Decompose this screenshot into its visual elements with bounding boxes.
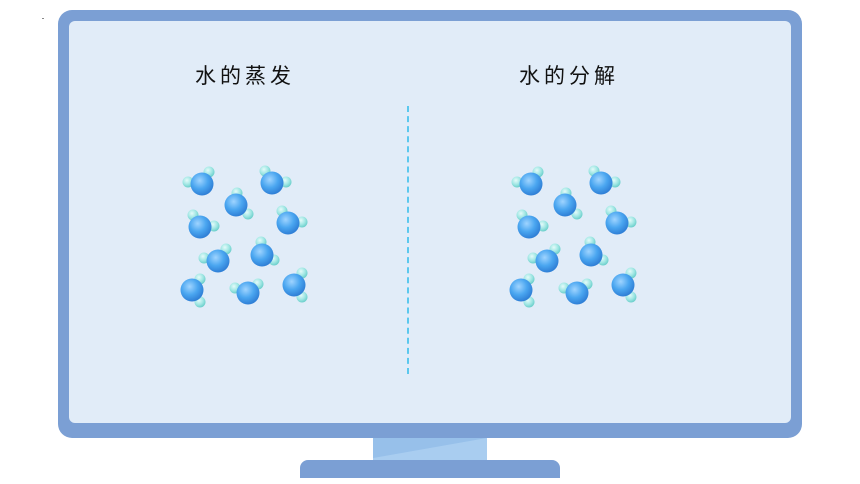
oxygen-atom: [611, 273, 635, 297]
water-molecule: [259, 165, 292, 195]
decomposition-molecules: [509, 165, 637, 308]
oxygen-atom: [206, 249, 230, 273]
water-molecule: [229, 278, 264, 305]
water-molecule: [588, 165, 621, 195]
oxygen-atom: [188, 215, 212, 239]
water-molecule: [180, 273, 206, 308]
water-molecule: [187, 209, 220, 239]
water-molecule: [611, 267, 637, 303]
oxygen-atom: [224, 193, 248, 217]
decomposition-title: 水的分解: [519, 64, 619, 88]
monitor-stand-neck: [373, 438, 487, 462]
water-molecule: [276, 205, 308, 235]
corner-dot: [42, 18, 44, 19]
oxygen-atom: [565, 281, 589, 305]
water-molecule: [182, 166, 215, 196]
oxygen-atom: [276, 211, 300, 235]
water-molecule: [527, 243, 561, 273]
dashed-divider: [407, 106, 409, 374]
oxygen-atom: [282, 273, 306, 297]
oxygen-atom: [190, 172, 214, 196]
oxygen-atom: [553, 193, 577, 217]
oxygen-atom: [260, 171, 284, 195]
oxygen-atom: [509, 278, 533, 302]
oxygen-atom: [250, 243, 274, 267]
water-molecule: [509, 273, 535, 308]
oxygen-atom: [589, 171, 613, 195]
oxygen-atom: [517, 215, 541, 239]
oxygen-atom: [236, 281, 260, 305]
evaporation-title: 水的蒸发: [195, 64, 295, 88]
water-molecule: [198, 243, 232, 273]
monitor-stand-base: [300, 460, 560, 478]
water-molecule: [511, 166, 544, 196]
water-molecule: [250, 236, 280, 267]
evaporation-molecules: [180, 165, 308, 308]
water-molecule: [605, 205, 637, 235]
oxygen-atom: [180, 278, 204, 302]
water-molecule: [516, 209, 549, 239]
water-molecule: [282, 267, 308, 303]
water-molecule: [558, 278, 593, 305]
oxygen-atom: [519, 172, 543, 196]
monitor-screen: [69, 21, 791, 423]
oxygen-atom: [535, 249, 559, 273]
oxygen-atom: [579, 243, 603, 267]
water-molecule: [224, 187, 254, 220]
water-molecule: [579, 236, 609, 267]
oxygen-atom: [605, 211, 629, 235]
water-molecule: [553, 187, 583, 220]
